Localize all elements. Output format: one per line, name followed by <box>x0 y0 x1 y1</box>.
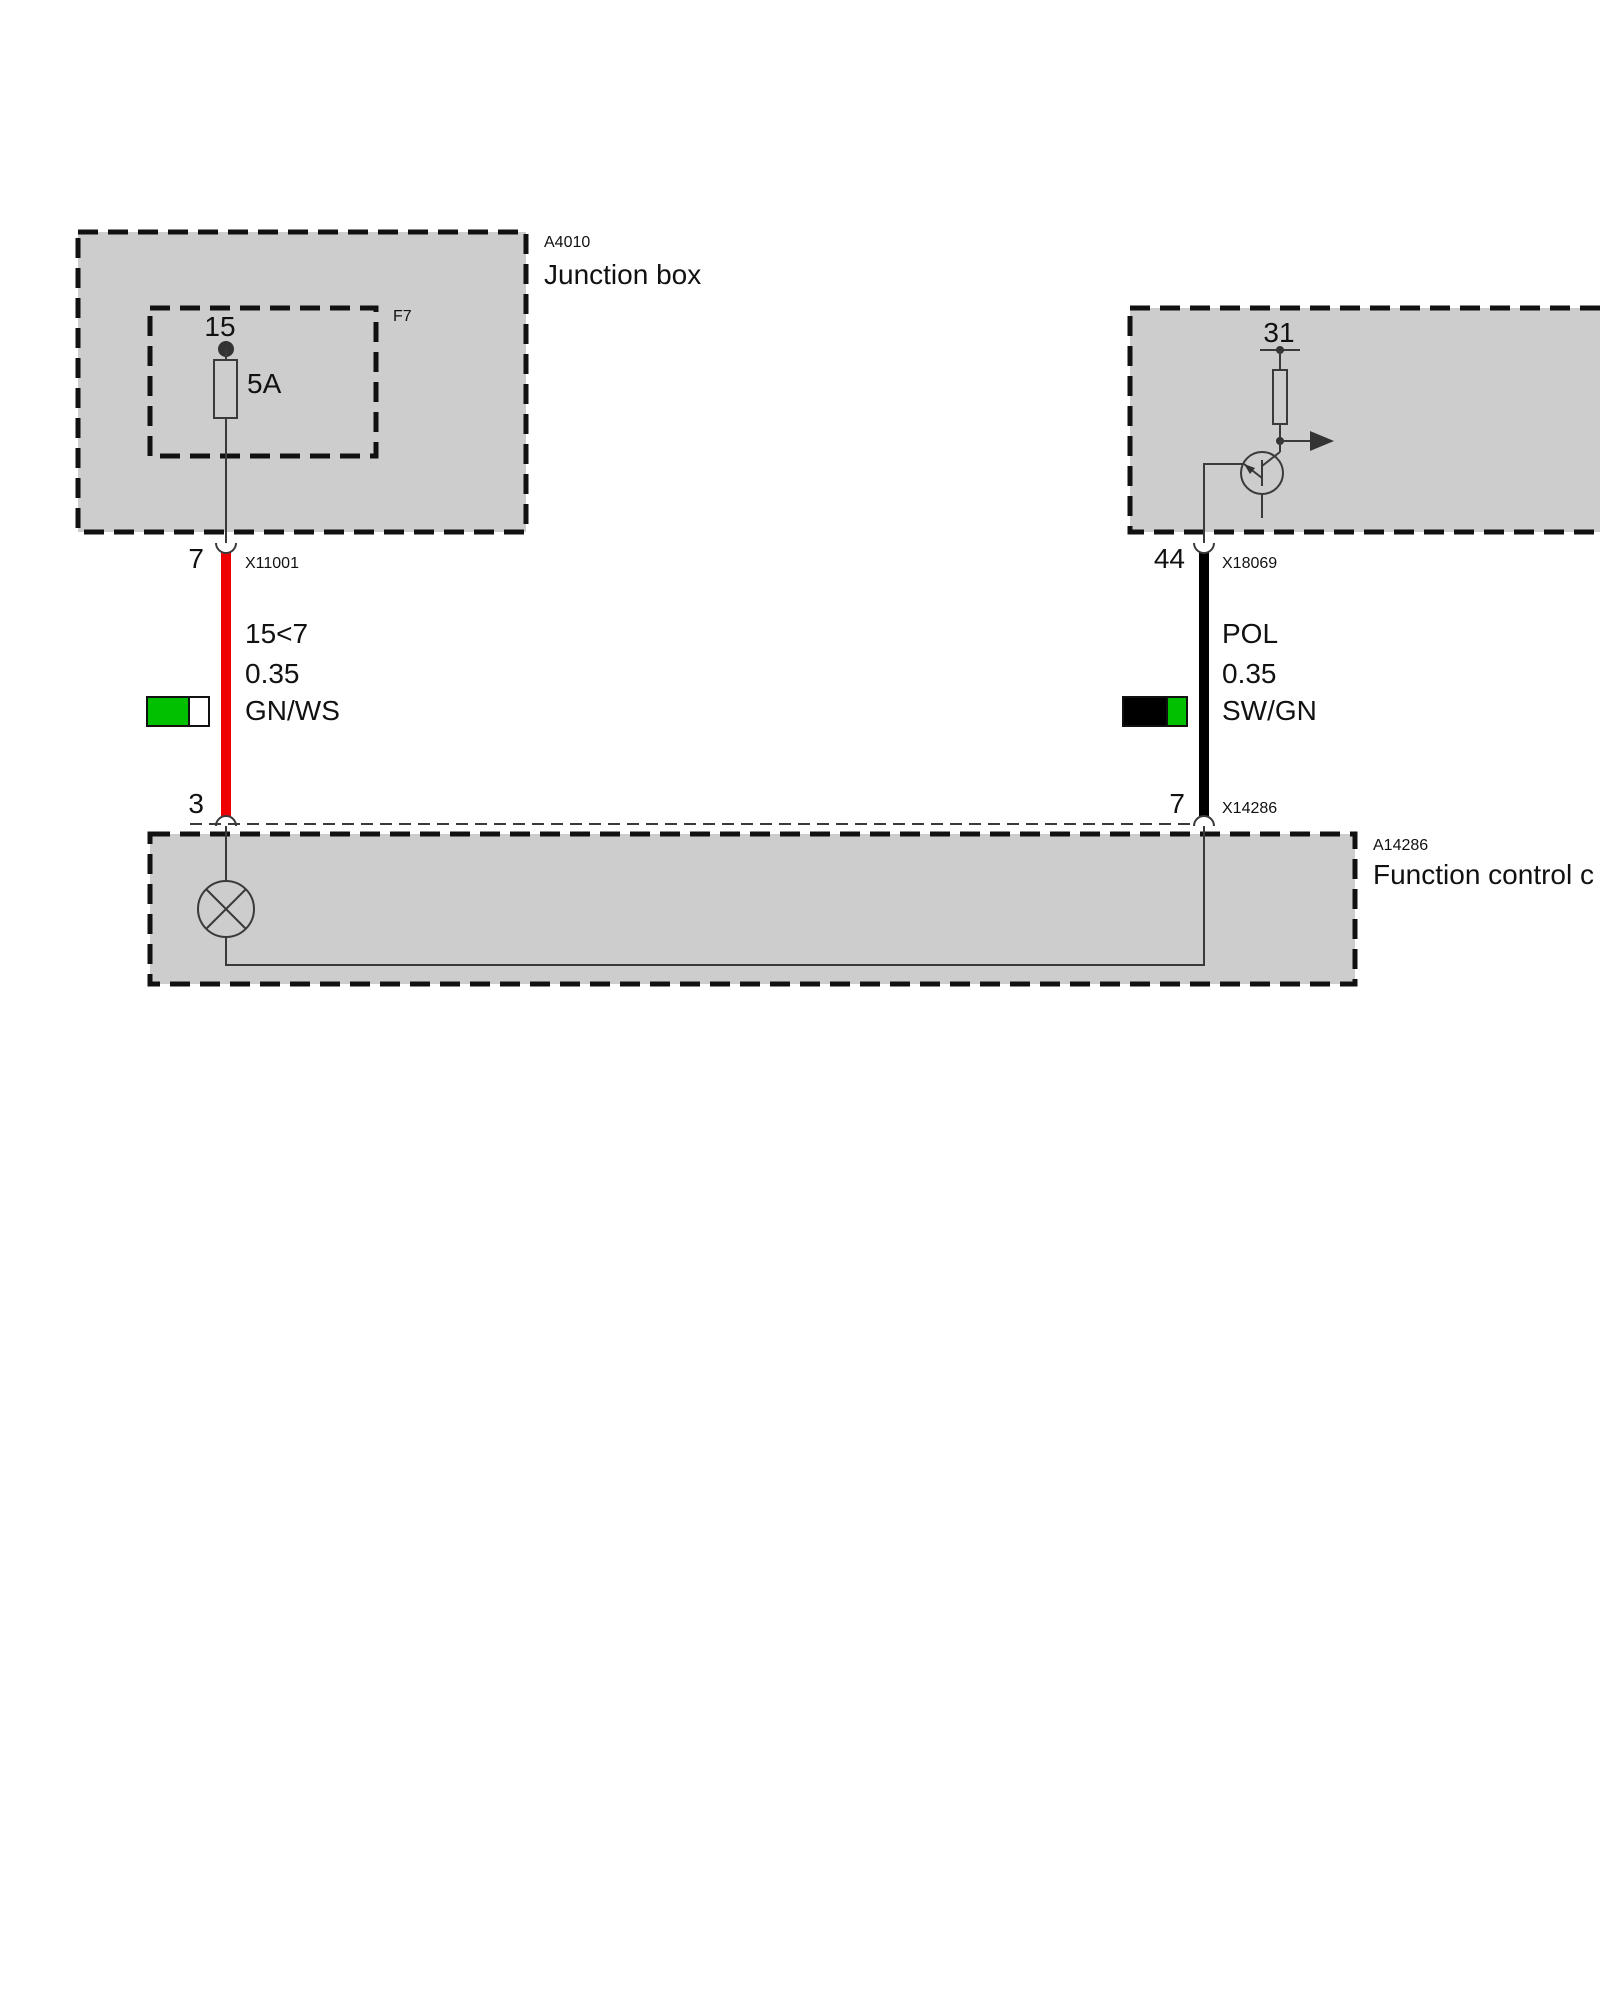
connector-x14286-pin3: 3 <box>188 788 204 819</box>
connector-x11001-id: X11001 <box>245 555 299 572</box>
wire-pol-color-code: SW/GN <box>1222 695 1317 726</box>
lamp-return-wire <box>225 826 1205 966</box>
fuse-terminal-label: 15 <box>204 311 235 342</box>
connector-x11001-pin: 7 <box>188 543 204 574</box>
junction-box-code: A4010 <box>544 234 590 251</box>
wire-pol-swatch-secondary <box>1166 696 1188 727</box>
connector-x18069-pin: 44 <box>1154 543 1185 574</box>
ground-module <box>1127 305 1600 535</box>
wire-15-7-color-code: GN/WS <box>245 695 340 726</box>
transistor-to-pin-wire <box>1203 463 1244 543</box>
function-control-module <box>147 831 1358 987</box>
wire-15-7-swatch-primary <box>146 696 190 727</box>
connector-x14286-pin7: 7 <box>1169 788 1185 819</box>
connector-x18069-terminal <box>1193 542 1215 554</box>
ground-terminal-label: 31 <box>1263 317 1294 348</box>
connector-x18069-id: X18069 <box>1222 555 1277 572</box>
transistor-emitter-arrow-icon <box>1244 464 1255 474</box>
connector-x14286-pin7-terminal <box>1193 815 1215 827</box>
output-arrow-icon <box>1310 431 1334 451</box>
fuse-code: F7 <box>393 308 412 325</box>
function-control-name: Function control c <box>1373 859 1594 890</box>
connector-x14286-id: X14286 <box>1222 800 1277 817</box>
junction-box-name: Junction box <box>544 259 701 290</box>
wire-15-7-signal: 15<7 <box>245 618 308 649</box>
resistor-symbol <box>1272 369 1288 425</box>
fuse-holder <box>147 305 379 459</box>
function-control-code: A14286 <box>1373 837 1428 854</box>
transistor-collector <box>1261 451 1281 467</box>
lamp-cross-b <box>205 888 247 930</box>
wire-pol-swatch-primary <box>1122 696 1168 727</box>
junction-box-module <box>75 229 529 535</box>
fuse-rating: 5A <box>247 368 282 399</box>
wire-15-7-gauge: 0.35 <box>245 658 300 689</box>
connector-x14286-pin3-terminal <box>215 815 237 827</box>
wire-pol-signal: POL <box>1222 618 1278 649</box>
fuse-symbol <box>213 359 238 419</box>
wire-15-7-swatch-secondary <box>188 696 210 727</box>
connector-x11001-terminal <box>215 542 237 554</box>
wire-pol-gauge: 0.35 <box>1222 658 1277 689</box>
